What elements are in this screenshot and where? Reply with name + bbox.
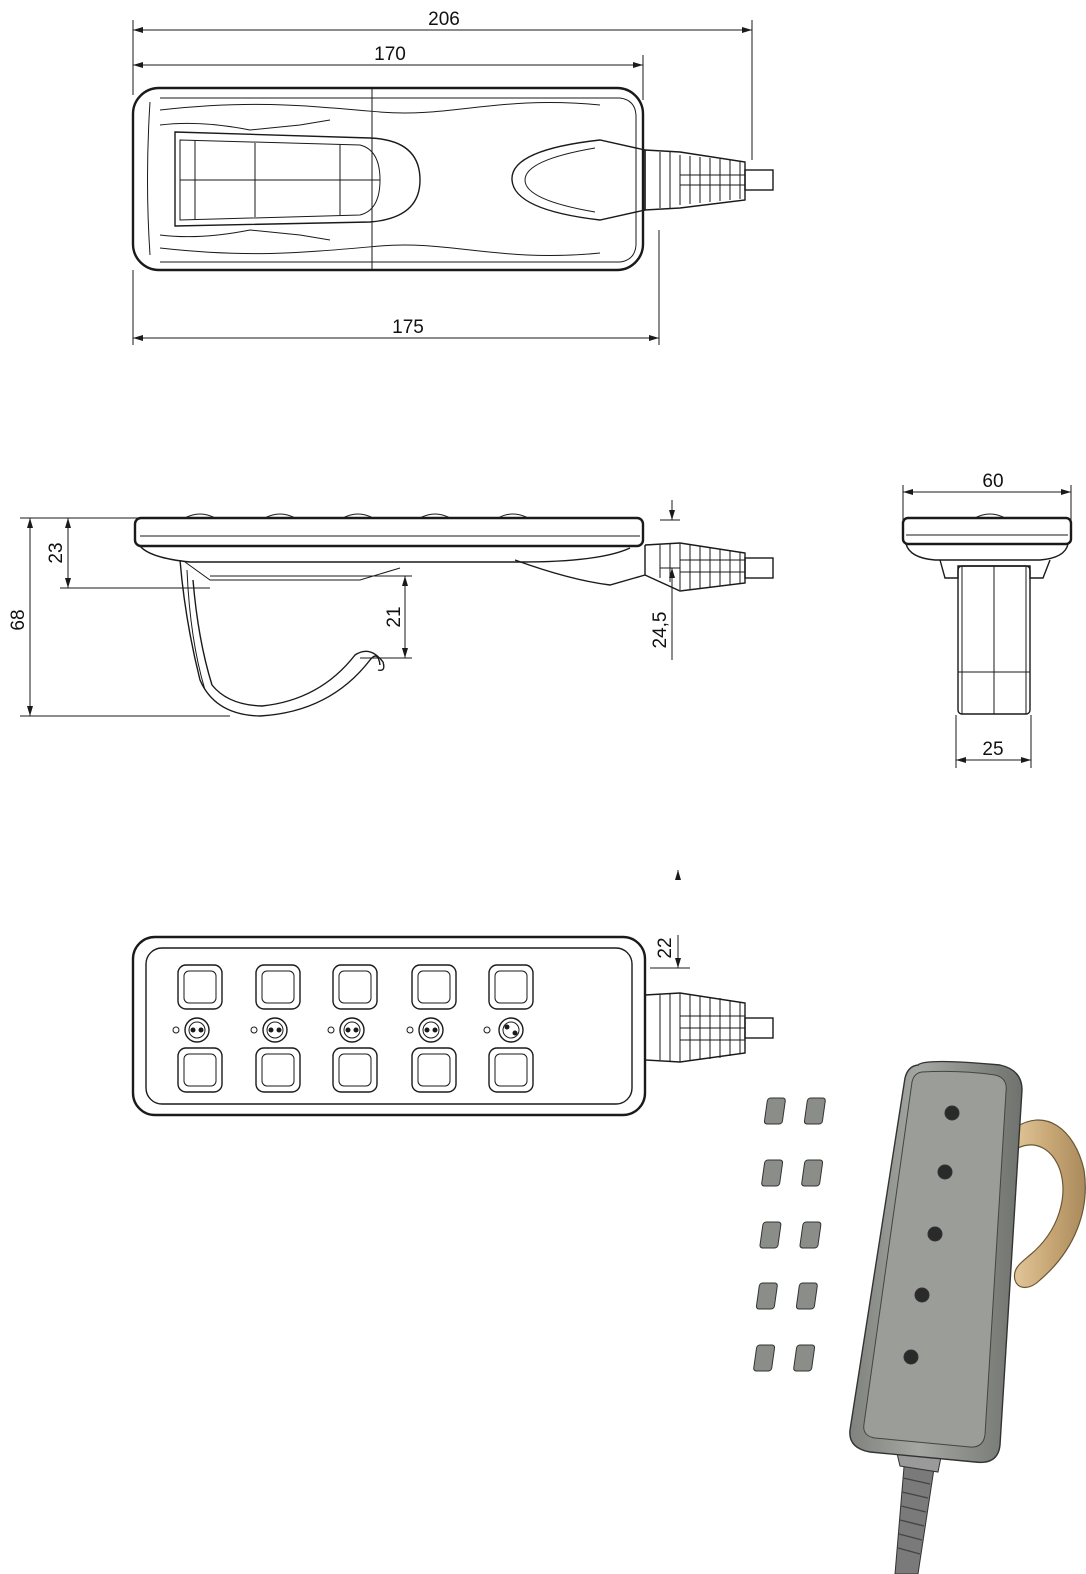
dimension-base-length: 175: [132, 230, 660, 345]
dimension-width: 60: [902, 471, 1072, 520]
dimension-label-68: 68: [8, 609, 29, 630]
handset-end-outline: [901, 513, 1073, 715]
indicator-led-4: [406, 1026, 414, 1034]
dimension-body-length: 170: [133, 44, 644, 100]
center-button-5[interactable]: [498, 1017, 524, 1043]
dimension-label-60: 60: [982, 471, 1003, 492]
render-cable: [894, 1454, 936, 1574]
dimension-cable-height: 24,5: [650, 500, 680, 660]
dimension-total-height: 68: [8, 517, 230, 717]
button-up-3[interactable]: [332, 964, 378, 1010]
button-down-1[interactable]: [177, 1047, 223, 1093]
top-view: 206 170 175: [131, 9, 774, 345]
button-down-4[interactable]: [411, 1047, 457, 1093]
dimension-overall-length: 206: [132, 9, 753, 160]
handset-3d-render: [753, 1060, 1086, 1574]
button-column-4: [406, 964, 457, 1093]
dimension-body-height: 23: [46, 518, 210, 589]
indicator-led-1: [172, 1026, 180, 1034]
center-button-3[interactable]: [339, 1017, 365, 1043]
side-view: 68 23 21 24,5: [8, 500, 774, 717]
cable-ribs-top: [659, 152, 745, 208]
button-column-5: [483, 964, 534, 1093]
button-down-2[interactable]: [255, 1047, 301, 1093]
dimension-label-21: 21: [384, 606, 405, 627]
dimension-label-170: 170: [374, 44, 406, 65]
dimension-cable-diameter: 22: [650, 870, 690, 969]
dimension-label-24-5: 24,5: [650, 612, 671, 649]
dimension-label-175: 175: [392, 317, 424, 338]
button-up-2[interactable]: [255, 964, 301, 1010]
end-view: 60 25: [901, 471, 1073, 768]
handset-side-outline: [133, 513, 774, 717]
dimension-label-25: 25: [982, 739, 1003, 760]
dimension-label-23: 23: [46, 542, 67, 563]
button-up-4[interactable]: [411, 964, 457, 1010]
render-button: [763, 1097, 786, 1125]
indicator-led-5: [483, 1026, 491, 1034]
button-column-1: [172, 964, 223, 1093]
indicator-led-2: [250, 1026, 258, 1034]
handset-top-outline: [131, 86, 774, 272]
center-button-2[interactable]: [262, 1017, 288, 1043]
render-hook: [1011, 1119, 1086, 1289]
indicator-led-3: [327, 1026, 335, 1034]
dimension-label-206: 206: [428, 9, 460, 30]
button-up-1[interactable]: [177, 964, 223, 1010]
button-grid: [172, 964, 534, 1093]
button-column-2: [250, 964, 301, 1093]
button-down-3[interactable]: [332, 1047, 378, 1093]
button-down-5[interactable]: [488, 1047, 534, 1093]
center-button-1[interactable]: [184, 1017, 210, 1043]
front-view: 22: [131, 870, 774, 1117]
button-column-3: [327, 964, 378, 1093]
handset-front-outline: [131, 935, 774, 1117]
dimension-label-22: 22: [655, 937, 676, 958]
center-button-4[interactable]: [418, 1017, 444, 1043]
dimension-clip-width: 25: [955, 715, 1032, 768]
button-up-5[interactable]: [488, 964, 534, 1010]
dimension-hook-gap: 21: [360, 575, 412, 659]
